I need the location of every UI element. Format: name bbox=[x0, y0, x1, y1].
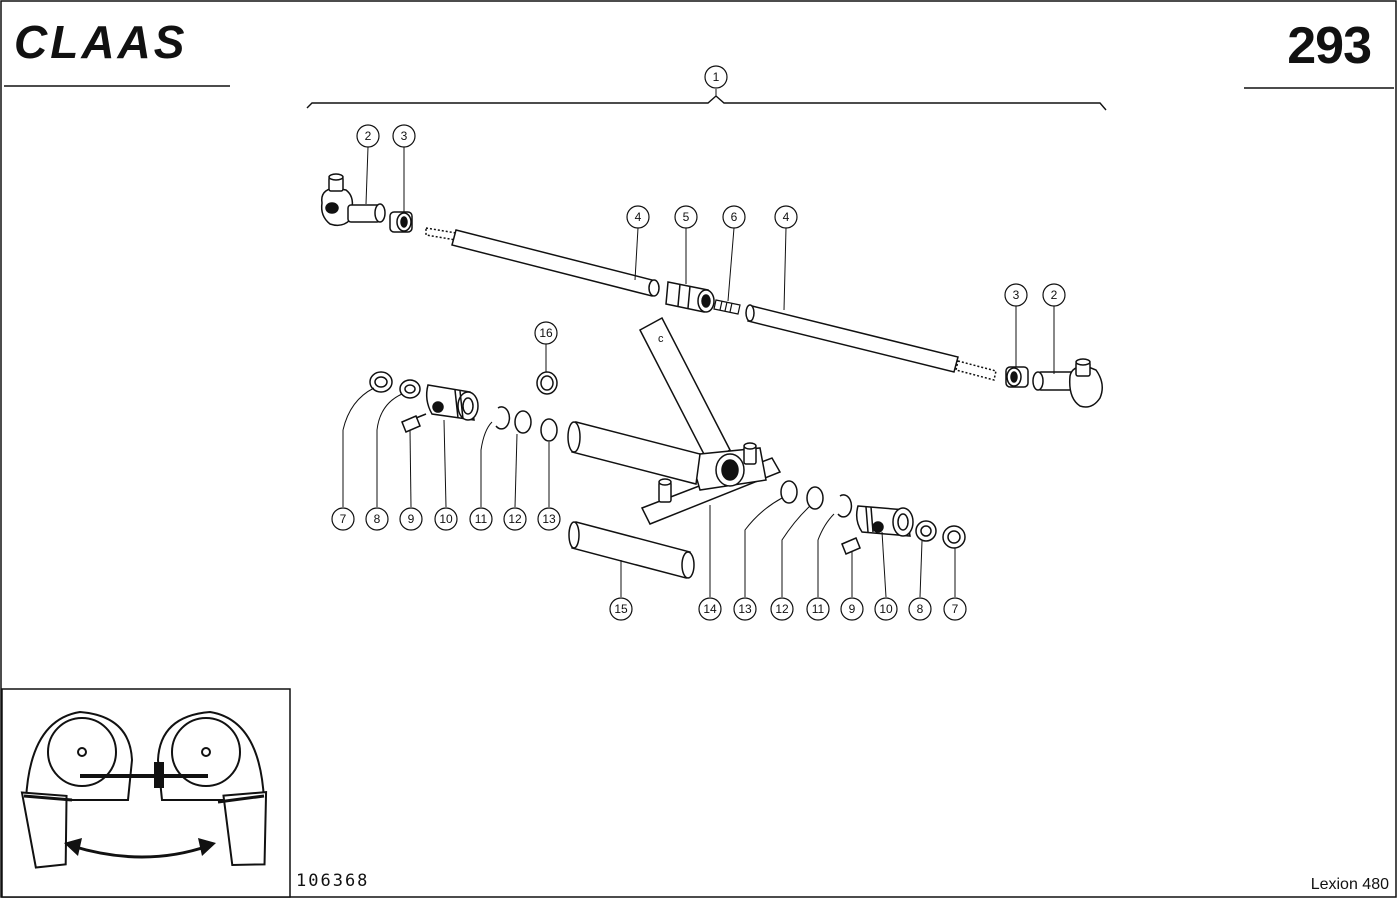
overview-inset bbox=[1, 688, 291, 898]
callout-15: 15 bbox=[609, 597, 633, 621]
drawing-number: 106368 bbox=[296, 871, 370, 891]
svg-text:2: 2 bbox=[365, 129, 372, 143]
model-name: Lexion 480 bbox=[1310, 876, 1389, 893]
callout-1: 1 bbox=[704, 65, 728, 89]
callout-7: 7 bbox=[331, 507, 355, 531]
svg-text:1: 1 bbox=[713, 70, 720, 84]
svg-text:4: 4 bbox=[635, 210, 642, 224]
callout-9b: 9 bbox=[840, 597, 864, 621]
brand-text: CLAAS bbox=[14, 18, 187, 66]
svg-text:8: 8 bbox=[374, 512, 381, 526]
svg-text:7: 7 bbox=[952, 602, 959, 616]
svg-text:9: 9 bbox=[849, 602, 856, 616]
callout-16: 16 bbox=[534, 321, 558, 345]
threaded-stud bbox=[713, 299, 741, 315]
callout-10: 10 bbox=[434, 507, 458, 531]
callout-9: 9 bbox=[399, 507, 423, 531]
svg-text:15: 15 bbox=[614, 602, 628, 616]
callout-12: 12 bbox=[503, 507, 527, 531]
svg-text:12: 12 bbox=[775, 602, 789, 616]
callout-bubbles: 1 2 3 4 5 6 4 3 2 16 7 8 9 10 11 12 13 7… bbox=[331, 65, 1066, 621]
lock-nut-right bbox=[1005, 366, 1029, 388]
callout-2: 2 bbox=[356, 124, 380, 148]
tie-tube-right bbox=[745, 304, 997, 381]
brand-logo: CLAAS bbox=[14, 18, 187, 66]
svg-text:7: 7 bbox=[340, 512, 347, 526]
svg-text:2: 2 bbox=[1051, 288, 1058, 302]
leader-lines bbox=[342, 89, 1055, 598]
svg-text:3: 3 bbox=[401, 129, 408, 143]
pivot-lever-bracket: c bbox=[567, 316, 782, 525]
svg-text:5: 5 bbox=[683, 210, 690, 224]
ball-joint-right bbox=[1032, 358, 1103, 408]
callout-4: 4 bbox=[626, 205, 650, 229]
callout-3b: 3 bbox=[1004, 283, 1028, 307]
svg-text:6: 6 bbox=[731, 210, 738, 224]
svg-text:13: 13 bbox=[738, 602, 752, 616]
svg-text:11: 11 bbox=[475, 512, 488, 526]
callout-10b: 10 bbox=[874, 597, 898, 621]
right-pivot-group bbox=[780, 480, 966, 555]
lock-nut-left bbox=[389, 211, 413, 233]
svg-text:3: 3 bbox=[1013, 288, 1020, 302]
callout-7b: 7 bbox=[943, 597, 967, 621]
assembly-bracket bbox=[306, 95, 1107, 111]
svg-text:16: 16 bbox=[539, 326, 553, 340]
left-pivot-group bbox=[369, 371, 558, 442]
callout-11b: 11 bbox=[806, 597, 830, 621]
callout-13b: 13 bbox=[733, 597, 757, 621]
svg-text:11: 11 bbox=[812, 602, 825, 616]
callout-3: 3 bbox=[392, 124, 416, 148]
callout-11: 11 bbox=[469, 507, 493, 531]
svg-text:13: 13 bbox=[542, 512, 556, 526]
tie-tube-left bbox=[425, 227, 660, 297]
svg-text:10: 10 bbox=[439, 512, 453, 526]
sleeve-tube bbox=[568, 521, 695, 579]
callout-5: 5 bbox=[674, 205, 698, 229]
callout-2b: 2 bbox=[1042, 283, 1066, 307]
page-number: 293 bbox=[1287, 17, 1372, 75]
svg-text:12: 12 bbox=[508, 512, 522, 526]
callout-14: 14 bbox=[698, 597, 722, 621]
callout-8b: 8 bbox=[908, 597, 932, 621]
callout-4b: 4 bbox=[774, 205, 798, 229]
svg-text:8: 8 bbox=[917, 602, 924, 616]
svg-text:9: 9 bbox=[408, 512, 415, 526]
callout-13: 13 bbox=[537, 507, 561, 531]
svg-text:4: 4 bbox=[783, 210, 790, 224]
svg-text:14: 14 bbox=[703, 602, 717, 616]
ball-joint-left bbox=[320, 173, 386, 227]
svg-text:c: c bbox=[658, 333, 664, 345]
callout-6: 6 bbox=[722, 205, 746, 229]
svg-text:10: 10 bbox=[879, 602, 893, 616]
callout-12b: 12 bbox=[770, 597, 794, 621]
callout-8: 8 bbox=[365, 507, 389, 531]
adjusting-sleeve bbox=[665, 281, 715, 313]
